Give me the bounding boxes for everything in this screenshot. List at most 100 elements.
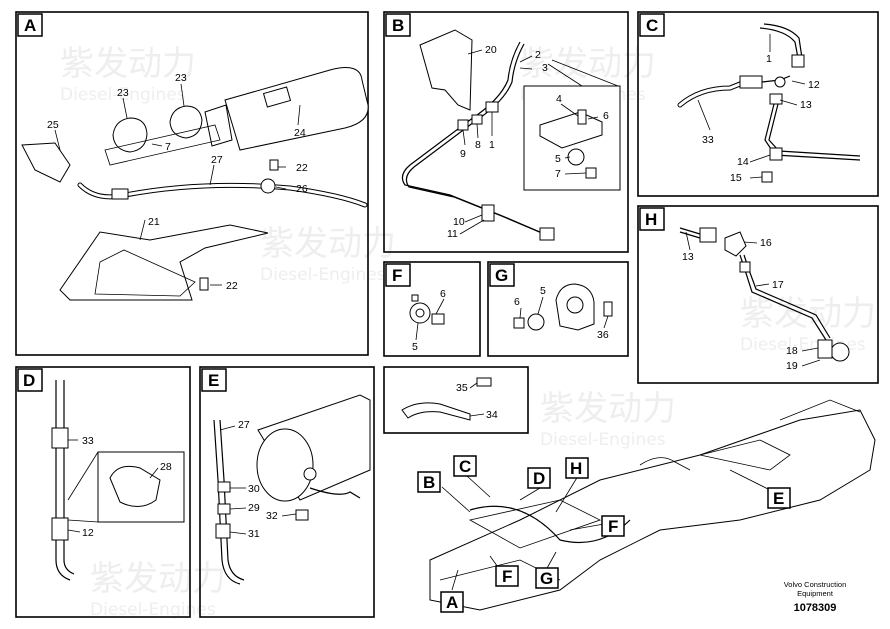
cylinder-end xyxy=(256,428,314,502)
svg-text:F: F xyxy=(502,567,512,586)
part-number: 34 xyxy=(486,409,498,421)
svg-text:E: E xyxy=(208,371,219,390)
part-number: 31 xyxy=(248,528,260,540)
watermark-en: Diesel-Engines xyxy=(540,430,666,450)
part-number: 21 xyxy=(148,216,160,228)
bolt xyxy=(269,159,279,171)
part-number: 14 xyxy=(737,156,749,168)
extinguisher-label xyxy=(262,86,292,108)
machine-overview: B C D H E F F G xyxy=(417,399,876,613)
clamp xyxy=(51,517,69,541)
svg-text:D: D xyxy=(533,469,545,488)
overview-callout-h: H xyxy=(565,457,589,479)
strap-buckle xyxy=(476,377,492,387)
clip xyxy=(481,204,495,222)
part-number: 4 xyxy=(556,93,562,105)
part-number: 30 xyxy=(248,483,260,495)
svg-text:B: B xyxy=(392,16,404,35)
panel-tag-b: B xyxy=(385,13,411,37)
svg-text:B: B xyxy=(423,473,435,492)
part-number: 13 xyxy=(800,99,812,111)
part-number: 10 xyxy=(453,216,465,228)
panel-c: C 1 12 13 33 14 15 xyxy=(637,11,879,197)
watermark-cn: 紫发动力 xyxy=(520,44,656,84)
overview-callout-f: F xyxy=(601,515,625,537)
part-number: 27 xyxy=(211,154,223,166)
hose-clamp-strap xyxy=(109,465,161,507)
bracket-plate xyxy=(419,29,473,111)
part-number: 5 xyxy=(412,341,418,353)
watermark-cn: 紫发动力 xyxy=(540,389,676,429)
svg-text:D: D xyxy=(23,371,35,390)
part-number: 6 xyxy=(603,110,609,122)
bolt xyxy=(577,109,587,125)
overview-callout-e: E xyxy=(767,487,791,509)
company-name: Volvo Construction xyxy=(784,580,847,589)
part-number: 7 xyxy=(165,141,171,153)
hose-fitting xyxy=(111,188,129,200)
overview-callout-f: F xyxy=(495,565,519,587)
bracket-clamp xyxy=(112,117,148,153)
part-number: 32 xyxy=(266,510,278,522)
svg-text:C: C xyxy=(646,16,658,35)
panel-tag-f: F xyxy=(385,263,411,287)
panel-tag-h: H xyxy=(639,207,665,231)
overview-callout-c: C xyxy=(453,455,477,477)
part-number: 15 xyxy=(730,172,742,184)
panel-g: G 5 6 36 xyxy=(487,261,629,357)
part-number: 22 xyxy=(226,280,238,292)
bracket-clamp xyxy=(169,105,203,139)
svg-text:H: H xyxy=(570,459,582,478)
extinguisher-valve xyxy=(204,104,233,147)
elbow xyxy=(724,231,747,257)
panel-h: H 16 13 17 18 19 xyxy=(637,205,879,384)
svg-text:A: A xyxy=(446,593,458,612)
svg-text:F: F xyxy=(392,266,402,285)
part-number: 11 xyxy=(447,228,458,240)
strap xyxy=(401,402,471,421)
panel-tag-c: C xyxy=(639,13,665,37)
part-number: 33 xyxy=(702,134,714,146)
overview-callout-g: G xyxy=(535,567,559,589)
part-number: 16 xyxy=(760,237,772,249)
fitting xyxy=(485,101,499,113)
part-number: 6 xyxy=(514,296,520,308)
part-number: 22 xyxy=(296,162,308,174)
fitting xyxy=(739,75,763,89)
fitting xyxy=(791,54,805,68)
part-number: 5 xyxy=(555,153,561,165)
document-number: 1078309 xyxy=(794,602,837,614)
svg-text:E: E xyxy=(773,489,784,508)
part-number: 23 xyxy=(175,72,187,84)
bolt xyxy=(513,317,525,329)
panel-a: A 25 23 23 7 xyxy=(15,11,369,356)
part-number: 29 xyxy=(248,502,260,514)
watermark-en: Diesel-Engines xyxy=(260,265,386,285)
washer xyxy=(260,178,276,194)
part-number: 12 xyxy=(808,79,820,91)
nut xyxy=(585,167,597,179)
part-number: 5 xyxy=(540,285,546,297)
fitting xyxy=(539,227,555,241)
fitting xyxy=(830,342,850,362)
fitting xyxy=(471,114,483,125)
part-number: 27 xyxy=(238,419,250,431)
bolt xyxy=(431,313,445,325)
part-number: 17 xyxy=(772,279,784,291)
part-number: 3 xyxy=(542,62,548,74)
part-number: 35 xyxy=(456,382,468,394)
svg-text:F: F xyxy=(608,517,618,536)
clamp xyxy=(527,313,545,331)
part-number: 8 xyxy=(475,139,481,151)
part-number: 18 xyxy=(786,345,798,357)
watermark-en: Diesel-Engines xyxy=(90,600,216,620)
part-number: 28 xyxy=(160,461,172,473)
clip xyxy=(295,509,309,521)
part-number: 1 xyxy=(489,139,495,151)
watermark-cn: 紫发动力 xyxy=(90,559,226,599)
overview-callout-d: D xyxy=(527,467,551,489)
part-number: 13 xyxy=(682,251,694,263)
svg-text:G: G xyxy=(495,266,508,285)
svg-text:H: H xyxy=(645,210,657,229)
